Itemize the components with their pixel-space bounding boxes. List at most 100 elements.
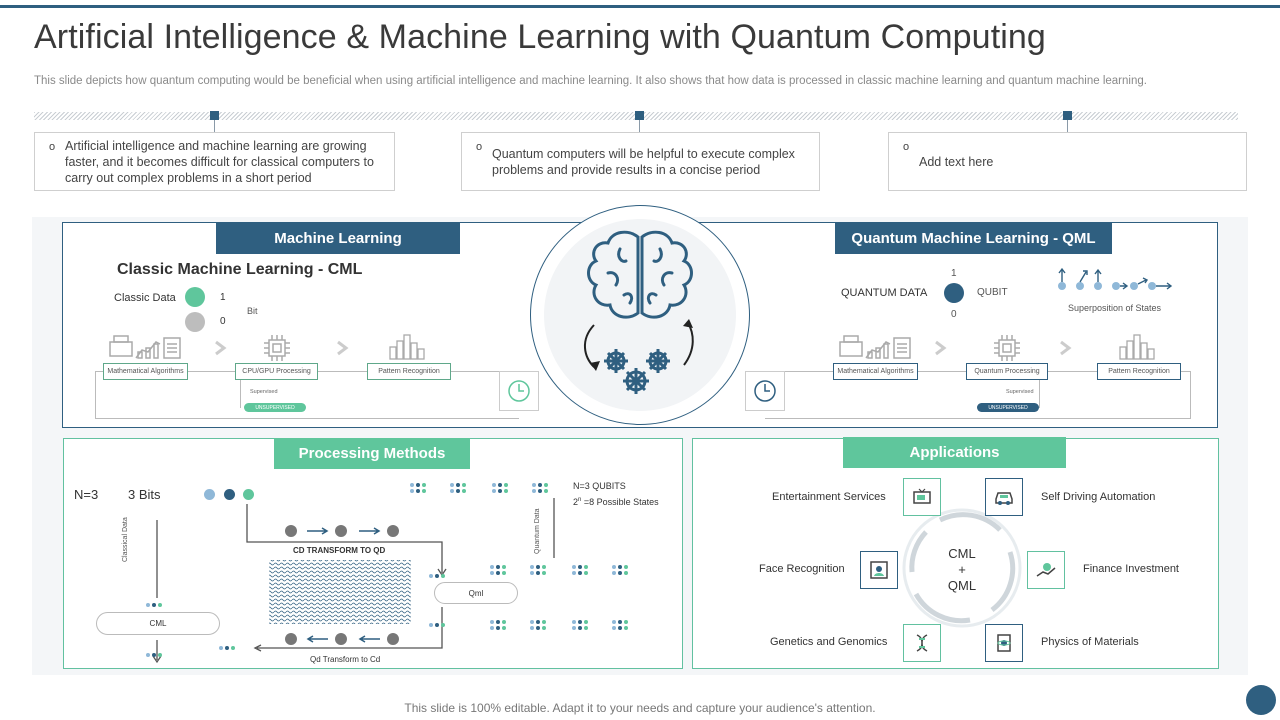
connector: [188, 371, 235, 372]
qubit-dot: [490, 620, 494, 624]
point-box-1: o Artificial intelligence and machine le…: [34, 132, 395, 191]
qubit-dot: [441, 574, 445, 578]
qubit-dot: [618, 571, 622, 575]
qubit-dot: [618, 565, 622, 569]
chevron-right-icon: [337, 340, 349, 356]
qubit-dot: [498, 483, 502, 487]
processing-header: Processing Methods: [274, 438, 470, 469]
possible-states-label: 2n =8 Possible States: [573, 497, 659, 507]
point-box-3: o Add text here: [888, 132, 1247, 191]
ml-supervised: Supervised: [250, 389, 278, 395]
clock-icon: [754, 380, 776, 402]
app-self-driving: Self Driving Automation: [1041, 491, 1156, 503]
footer-note: This slide is 100% editable. Adapt it to…: [404, 701, 876, 715]
marker-connector-1: [214, 120, 215, 132]
applications-panel: [692, 438, 1219, 669]
ml-stage-3: Pattern Recognition: [367, 363, 451, 380]
point-text: Add text here: [919, 154, 994, 169]
three-bits-label: 3 Bits: [128, 487, 161, 502]
qubit-dot: [618, 620, 622, 624]
point-marker-3: [1063, 111, 1072, 120]
qubit-dot: [422, 489, 426, 493]
brain-gears-icon: [584, 230, 694, 394]
point-marker-2: [635, 111, 644, 120]
connector: [1181, 371, 1190, 372]
qubit-dot: [538, 489, 542, 493]
qubit-dot: [624, 626, 628, 630]
qubit-dot: [498, 489, 502, 493]
qubit-dot: [492, 489, 496, 493]
qubit-dot: [944, 283, 964, 303]
qubit-dot: [618, 626, 622, 630]
qubit-dot: [572, 620, 576, 624]
qubit-dot: [624, 565, 628, 569]
qubit-dot: [530, 626, 534, 630]
qubit-dot: [572, 626, 576, 630]
qubit-dot: [462, 489, 466, 493]
states-rest: =8 Possible States: [583, 497, 659, 507]
n3-qubits-label: N=3 QUBITS: [573, 481, 626, 491]
qubit-dot: [429, 574, 433, 578]
connector: [1190, 371, 1191, 418]
quantum-data-vertical-label: Quantum Data: [534, 508, 541, 554]
app-face-recognition: Face Recognition: [759, 563, 845, 575]
qubit-dot: [422, 483, 426, 487]
connector: [240, 380, 241, 408]
qubit-dot: [536, 620, 540, 624]
qubit-dot: [490, 626, 494, 630]
connector: [785, 371, 833, 372]
qubit-dot: [410, 489, 414, 493]
qubit-dot: [496, 571, 500, 575]
qubit-dot: [502, 626, 506, 630]
face-scan-icon: [860, 551, 898, 589]
bit-one-label: 1: [220, 292, 226, 303]
qubit-dot: [456, 489, 460, 493]
finance-icon: [1027, 551, 1065, 589]
car-icon: [985, 478, 1023, 516]
qubit-dot: [146, 653, 150, 657]
app-genetics: Genetics and Genomics: [770, 636, 888, 648]
qubit-dot: [536, 571, 540, 575]
qubit-dot: [152, 653, 156, 657]
qubit-dot: [502, 620, 506, 624]
connector: [451, 371, 499, 372]
qubit-dot: [219, 646, 223, 650]
qubit-dot: [572, 571, 576, 575]
cpu-icon: [994, 335, 1020, 361]
qubit-dot: [456, 483, 460, 487]
connector: [765, 418, 1191, 419]
cml-pill: CML: [96, 612, 220, 635]
qubit-dot: [530, 565, 534, 569]
physics-icon: [985, 624, 1023, 662]
center-plus: +: [958, 562, 966, 577]
connector: [95, 371, 96, 418]
connector: [918, 371, 966, 372]
marker-connector-2: [639, 120, 640, 132]
qubit-dot: [612, 620, 616, 624]
connector: [318, 371, 367, 372]
qubit-dot: [416, 483, 420, 487]
cd-to-qd-label: CD TRANSFORM TO QD: [293, 546, 386, 555]
qubit-dot: [462, 483, 466, 487]
connector: [95, 418, 519, 419]
qubit-dot: [490, 571, 494, 575]
qubit-dot: [536, 626, 540, 630]
qubit-dot: [416, 489, 420, 493]
qubit-dot: [542, 626, 546, 630]
qubit-dot: [578, 620, 582, 624]
bit-dot: [224, 489, 235, 500]
ml-header: Machine Learning: [216, 223, 460, 254]
qubit-dot: [572, 565, 576, 569]
corner-circle: [1246, 685, 1276, 715]
qubit-dot: [441, 623, 445, 627]
qubit-dot: [530, 571, 534, 575]
qubit-dot: [450, 489, 454, 493]
qd-to-cd-label: Qd Transform to Cd: [310, 655, 381, 664]
app-physics: Physics of Materials: [1041, 636, 1139, 648]
states-exp: n: [578, 497, 582, 503]
n3-label: N=3: [74, 487, 99, 502]
connector: [95, 371, 103, 372]
qubit-dot: [542, 571, 546, 575]
marker-connector-3: [1067, 120, 1068, 132]
qubit-dot: [496, 565, 500, 569]
